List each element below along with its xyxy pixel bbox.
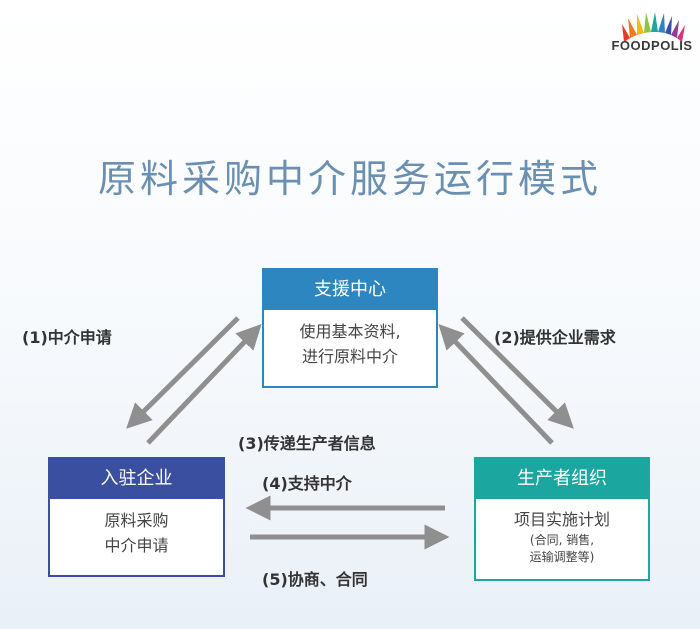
enterprise-line2: 中介申请 [104, 536, 169, 555]
support-center-header: 支援中心 [264, 270, 436, 310]
foodpolis-logo-icon [622, 12, 685, 42]
producer-header: 生产者组织 [476, 459, 648, 499]
enterprise-header: 入驻企业 [50, 459, 223, 499]
diagram-title: 原料采购中介服务运行模式 [97, 157, 602, 201]
enterprise-box: 入驻企业 原料采购 中介申请 [48, 457, 225, 577]
arrow-support-to-enterprise [126, 316, 240, 429]
producer-line1: 项目实施计划 [513, 510, 610, 529]
step-3-label: (3)传递生产者信息 [238, 434, 376, 453]
producer-line2: (合同, 销售, [529, 533, 595, 547]
producer-line3: 运输调整等) [529, 550, 595, 564]
support-center-box: 支援中心 使用基本资料, 进行原料中介 [262, 268, 438, 388]
producer-box: 生产者组织 项目实施计划 (合同, 销售, 运输调整等) [474, 457, 650, 581]
step-5-label: (5)协商、合同 [262, 570, 368, 589]
logo-text: FOODPOLIS [611, 38, 693, 53]
arrow-producer-to-support [438, 323, 554, 445]
arrow-2-to-producer [460, 316, 574, 429]
step-1-label: (1)中介申请 [22, 328, 112, 347]
enterprise-line1: 原料采购 [104, 511, 169, 530]
step-2-label: (2)提供企业需求 [494, 328, 616, 347]
step-4-label: (4)支持中介 [262, 474, 352, 493]
support-center-line1: 使用基本资料, [299, 322, 401, 341]
support-center-line2: 进行原料中介 [301, 347, 398, 366]
arrow-1-to-support [146, 323, 262, 445]
